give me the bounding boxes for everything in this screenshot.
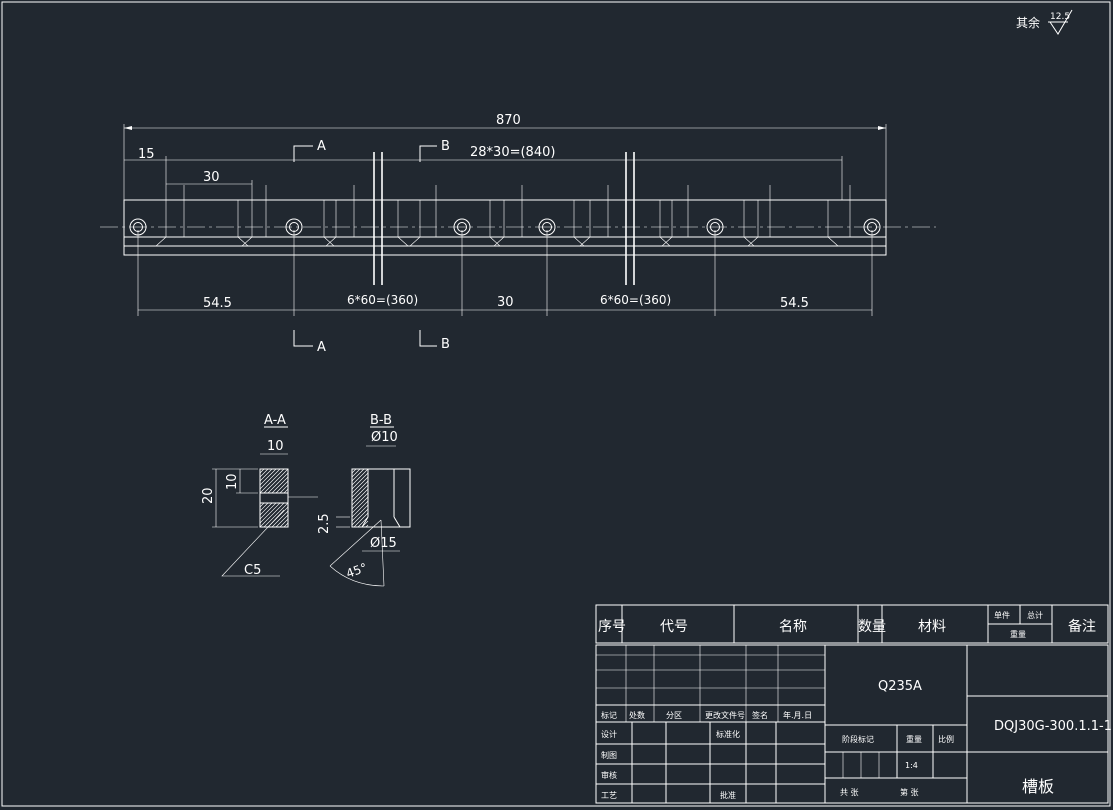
label-design: 设计 bbox=[601, 729, 617, 739]
header-material: 材料 bbox=[918, 619, 946, 635]
rev-col-count: 处数 bbox=[629, 710, 645, 720]
section-mark-b-top: B bbox=[441, 139, 450, 154]
roughness-value: 12.5 bbox=[1050, 12, 1070, 22]
section-bb-countersink: Ø15 bbox=[370, 536, 397, 551]
label-draw: 制图 bbox=[601, 750, 617, 760]
scale-value: 1:4 bbox=[905, 761, 918, 770]
dim-pitch: 30 bbox=[203, 170, 220, 185]
rev-col-mark: 标记 bbox=[601, 710, 617, 720]
label-standardize: 标准化 bbox=[716, 729, 740, 739]
part-name: 槽板 bbox=[1022, 777, 1054, 796]
header-seq: 序号 bbox=[598, 619, 626, 635]
label-approve: 批准 bbox=[720, 790, 736, 800]
main-view: 870 15 28*30=(840) 30 A B A bbox=[100, 113, 936, 355]
section-aa-width: 10 bbox=[267, 439, 284, 454]
roughness-symbol-icon bbox=[1049, 9, 1073, 35]
section-bb-title: B-B bbox=[370, 413, 392, 428]
rev-col-date: 年.月.日 bbox=[783, 710, 812, 720]
section-bb-hole: Ø10 bbox=[371, 430, 398, 445]
scale-label: 比例 bbox=[938, 734, 954, 744]
roughness-note: 其余 12.5 bbox=[1016, 9, 1073, 35]
section-bb-angle: 45° bbox=[344, 560, 369, 580]
dim-bottom-right: 54.5 bbox=[780, 296, 809, 311]
dim-bottom-group-1: 6*60=(360) bbox=[347, 293, 418, 307]
section-mark-a-bottom: A bbox=[317, 340, 326, 355]
sheets-total: 共 张 bbox=[840, 788, 859, 797]
rev-col-zone: 分区 bbox=[666, 711, 682, 720]
dim-left-offset: 15 bbox=[138, 147, 155, 162]
section-aa-height: 20 bbox=[201, 487, 216, 504]
section-aa-chamfer: C5 bbox=[244, 563, 261, 578]
header-name: 名称 bbox=[779, 619, 807, 635]
label-process: 工艺 bbox=[601, 791, 617, 800]
section-mark-b-bottom: B bbox=[441, 337, 450, 352]
sheet-no: 第 张 bbox=[900, 787, 919, 797]
section-bb-depth: 2.5 bbox=[317, 513, 332, 534]
dim-bottom-middle: 30 bbox=[497, 295, 514, 310]
section-aa-inner: 10 bbox=[225, 473, 240, 490]
section-aa-title: A-A bbox=[264, 413, 286, 428]
title-block: 序号 代号 名称 数量 材料 单件 总计 重量 备注 标记 处数 分区 更改文件… bbox=[595, 604, 1112, 804]
label-review: 审核 bbox=[601, 770, 617, 780]
dim-overall: 870 bbox=[496, 113, 521, 128]
header-code: 代号 bbox=[660, 619, 688, 635]
weight-label: 重量 bbox=[906, 734, 922, 744]
dim-bottom-left: 54.5 bbox=[203, 296, 232, 311]
section-mark-a-top: A bbox=[317, 139, 326, 154]
header-total: 总计 bbox=[1027, 610, 1043, 620]
header-remark: 备注 bbox=[1068, 618, 1096, 635]
header-single: 单件 bbox=[994, 610, 1010, 620]
section-bb: B-B Ø10 2.5 Ø15 45° bbox=[317, 413, 411, 587]
roughness-label: 其余 bbox=[1016, 15, 1040, 30]
stage-label: 阶段标记 bbox=[842, 734, 874, 744]
header-weight: 重量 bbox=[1010, 629, 1026, 639]
material-value: Q235A bbox=[878, 679, 922, 694]
section-aa: A-A 10 20 10 C5 bbox=[201, 413, 318, 578]
dim-slot-pattern: 28*30=(840) bbox=[470, 145, 555, 160]
header-qty: 数量 bbox=[858, 619, 886, 635]
dim-bottom-group-2: 6*60=(360) bbox=[600, 293, 671, 307]
drawing-number: DQJ30G-300.1.1-1 bbox=[994, 719, 1112, 734]
rev-col-docno: 更改文件号 bbox=[705, 710, 745, 720]
rev-col-sign: 签名 bbox=[752, 710, 768, 720]
